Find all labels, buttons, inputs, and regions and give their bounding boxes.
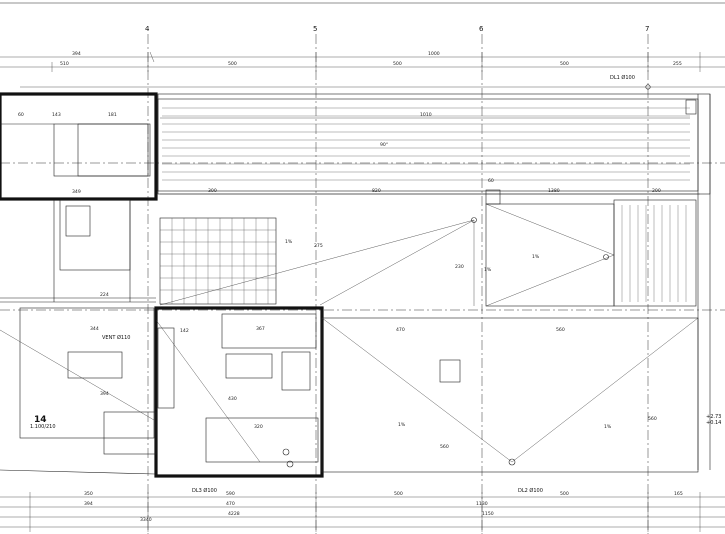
bot-dim-470: 470 [226, 501, 235, 507]
bot-dim-500a: 500 [394, 491, 403, 497]
drains: DL3 Ø100 DL2 Ø100 [192, 487, 543, 494]
slope-5: 1% [484, 267, 492, 273]
bot-dim-500b: 500 [560, 491, 569, 497]
roof-span-dim: 1010 [420, 112, 432, 118]
bot-dim-590: 590 [226, 491, 235, 497]
dim-dining-344: 344 [90, 326, 99, 332]
grid-axis-labels: 4 5 6 7 [145, 25, 649, 33]
small-dim-60: 60 [488, 178, 494, 184]
roof-slope-note: 90° [380, 142, 388, 148]
dim-left-349: 349 [72, 189, 81, 195]
top-dimension-chain: 394 1000 510 500 500 500 255 DL1 Ø100 [0, 51, 725, 90]
dim-560a: 560 [556, 327, 565, 333]
dim-top-255: 255 [673, 61, 682, 67]
bot-dim-1130: 1130 [476, 501, 488, 507]
dl1-drain-icon [645, 84, 651, 90]
tiled-balcony [159, 217, 277, 305]
drain-icon [603, 254, 609, 260]
dim-470: 470 [396, 327, 405, 333]
axis-label-5: 5 [313, 25, 317, 33]
door-note: 1.100/210 [30, 424, 56, 430]
dl1-label: DL1 Ø100 [610, 74, 635, 81]
lower-terrace: 1% 1% 470 560 560 560 +2.73 +0.14 1% [321, 267, 721, 473]
roof-seg-1380: 1380 [548, 188, 560, 194]
axis-label-7: 7 [645, 25, 649, 33]
roof-seg-300: 300 [208, 188, 217, 194]
room-number-14: 14 [34, 415, 47, 425]
bottom-dimension-chain: 350 590 500 1130 500 165 394 470 1150 42… [0, 491, 725, 532]
dim-left-224: 224 [100, 292, 109, 298]
axis-label-6: 6 [479, 25, 484, 33]
dim-275: 275 [314, 243, 323, 249]
dim-top-500b: 500 [393, 61, 402, 67]
bot-dim-350: 350 [84, 491, 93, 497]
left-rooms: 60 143 181 349 224 [0, 92, 158, 303]
dim-230: 230 [455, 264, 464, 270]
dim-center-142: 142 [180, 328, 189, 334]
slope-4: 1% [604, 424, 612, 430]
grid-axes [0, 34, 725, 534]
dim-560c: 560 [648, 416, 657, 422]
dim-left-143: 143 [52, 112, 61, 118]
dim-center-320: 320 [254, 424, 263, 430]
dim-top-1000: 1000 [428, 51, 440, 57]
elev-a: +2.73 [706, 414, 721, 420]
bot-dim-1150: 1150 [482, 511, 494, 517]
dim-top-500a: 500 [228, 61, 237, 67]
bot-dim-165: 165 [674, 491, 683, 497]
roof-terrace: 1010 90° 300 820 1380 200 [157, 93, 711, 195]
skylight-area: 60 1% [485, 178, 697, 307]
roof-slope-lines: 1% 275 230 [159, 217, 477, 306]
bot-dim-394: 394 [84, 501, 93, 507]
vent-label: VENT Ø110 [102, 334, 130, 341]
dim-left-181: 181 [108, 112, 117, 118]
roof-seg-200: 200 [652, 188, 661, 194]
dim-center-430: 430 [228, 396, 237, 402]
slope-1: 1% [532, 254, 540, 260]
bot-dim-4228: 4228 [228, 511, 240, 517]
dl3-label: DL3 Ø100 [192, 487, 217, 494]
dim-top-500c: 500 [560, 61, 569, 67]
dim-top-510: 510 [60, 61, 69, 67]
roof-seg-820: 820 [372, 188, 381, 194]
dim-dining-394: 394 [100, 391, 109, 397]
dim-left-60: 60 [18, 112, 24, 118]
dl2-label: DL2 Ø100 [518, 487, 543, 494]
living-room: 367 142 430 320 [154, 306, 324, 478]
dim-top-394: 394 [72, 51, 81, 57]
dining-room: 344 394 VENT Ø110 14 1.100/210 [0, 307, 157, 475]
slope-2: 1% [285, 239, 293, 245]
slope-3: 1% [398, 422, 406, 428]
axis-label-4: 4 [145, 25, 150, 33]
bot-dim-total: 3340 [140, 517, 152, 523]
dim-560b: 560 [440, 444, 449, 450]
dim-center-367: 367 [256, 326, 265, 332]
elev-b: +0.14 [706, 420, 721, 426]
